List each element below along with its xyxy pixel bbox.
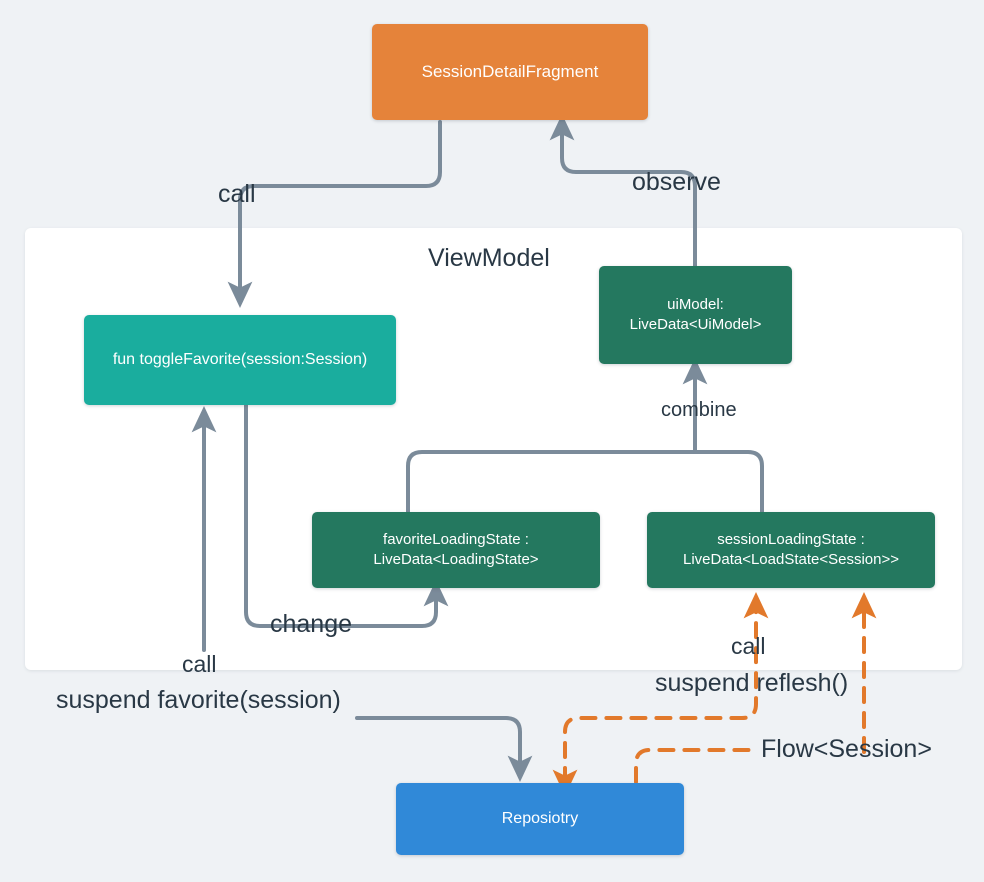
edge-label-flow-session: Flow<Session> xyxy=(761,735,932,763)
node-label: SessionDetailFragment xyxy=(421,61,599,81)
node-repository[interactable]: Reposiotry xyxy=(396,783,684,855)
node-label: fun toggleFavorite(session:Session) xyxy=(112,351,368,369)
node-label-line-1: uiModel: xyxy=(667,296,724,314)
edge-label-suspend-refresh: suspend reflesh() xyxy=(655,669,849,697)
node-label-line-2: LiveData<LoadState<Session>> xyxy=(683,551,899,568)
edge-label-call-favorite: call xyxy=(182,651,217,677)
node-session-loading-state[interactable]: sessionLoadingState : LiveData<LoadState… xyxy=(647,512,935,588)
node-toggle-favorite[interactable]: fun toggleFavorite(session:Session) xyxy=(84,315,396,405)
edge-label-change: change xyxy=(270,610,353,638)
viewmodel-panel xyxy=(25,228,962,670)
node-label-line-2: LiveData<UiModel> xyxy=(629,316,762,333)
node-label: Reposiotry xyxy=(501,810,579,828)
edge-label-suspend-favorite: suspend favorite(session) xyxy=(56,686,341,714)
edge-label-observe: observe xyxy=(632,168,721,196)
edge-suspend-favorite xyxy=(355,716,533,783)
edge-flow-session xyxy=(634,748,754,784)
edge-label-combine: combine xyxy=(661,399,737,421)
node-favorite-loading-state[interactable]: favoriteLoadingState : LiveData<LoadingS… xyxy=(312,512,600,588)
node-ui-model[interactable]: uiModel: LiveData<UiModel> xyxy=(599,266,792,364)
node-label-line-1: sessionLoadingState : xyxy=(717,531,865,549)
node-label-line-2: LiveData<LoadingState> xyxy=(373,551,539,568)
node-session-detail-fragment[interactable]: SessionDetailFragment xyxy=(372,24,648,120)
edge-label-call-refresh: call xyxy=(731,633,766,659)
node-label-line-1: favoriteLoadingState : xyxy=(383,531,529,549)
edge-label-call-fragment: call xyxy=(218,180,256,208)
viewmodel-panel-title: ViewModel xyxy=(428,244,550,272)
